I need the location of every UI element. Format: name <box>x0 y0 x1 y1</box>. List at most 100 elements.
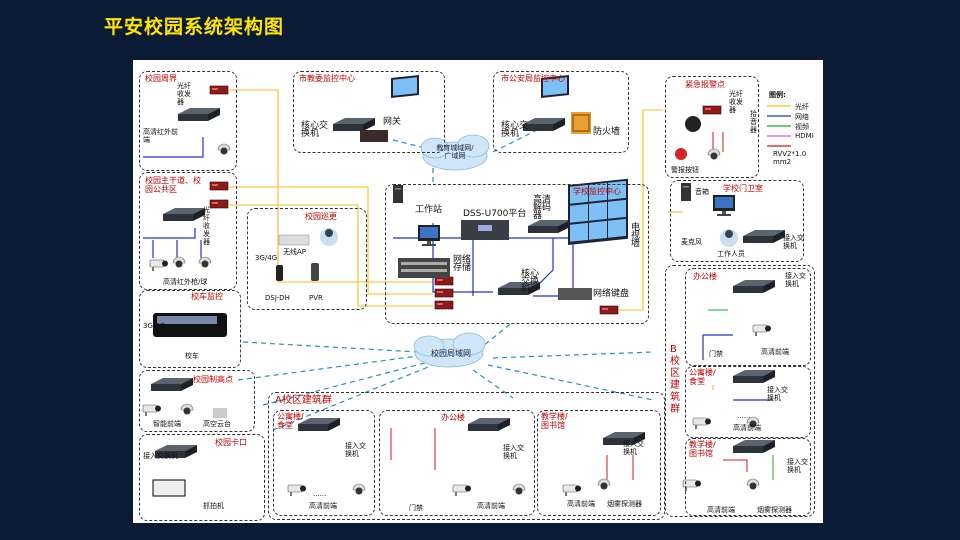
access-switch-label-b-office: 接入交换机 <box>785 272 806 288</box>
label-zone-b-char: 建 <box>670 380 680 391</box>
architecture-diagram: 校园周界 校园主干道、校园公共区 市教委监控中心 市公安局监控中心 紧急报警点 … <box>133 60 823 523</box>
smart-front-label: 智能前端 <box>153 420 181 428</box>
keyboard-label: 网络键盘 <box>593 289 630 299</box>
net-3g4g-label: 3G/4G <box>255 254 278 262</box>
region-bus <box>139 290 241 368</box>
core-switch-label-edu: 核心交换机 <box>301 121 329 139</box>
pvr-label: PVR <box>309 294 323 302</box>
region-zone-b <box>665 265 815 517</box>
smoke-label-a: 烟雾探测器 <box>607 500 642 508</box>
region-checkpoint <box>139 434 265 521</box>
diagram-lines <box>142 75 791 497</box>
legend-network: 网络 <box>795 113 809 121</box>
region-zone-a <box>268 392 665 520</box>
mic-label: 麦克风 <box>681 238 702 246</box>
hd-front-label-b-dorm: 高清前端 <box>733 424 761 432</box>
label-police: 市公安局监控中心 <box>501 74 565 83</box>
pickup-label: 拾音器 <box>750 110 757 134</box>
region-zone-b-dorm <box>685 366 811 438</box>
dsj-label: DSJ-DH <box>265 294 290 302</box>
cloud-lan-label: 校园局域网 <box>431 349 471 358</box>
smoke-label-b: 烟雾探测器 <box>757 506 792 514</box>
label-patrol: 校园巡更 <box>305 212 337 221</box>
fiber-transceiver-label-2: 光纤收发器 <box>203 206 210 246</box>
region-edu-bureau <box>293 71 445 153</box>
hd-front-label-b-office: 高清前端 <box>761 348 789 356</box>
platform-label: DSS-U700平台 <box>463 209 527 219</box>
access-switch-label-b-teach: 接入交换机 <box>787 458 808 474</box>
school-bus-label: 校车 <box>185 352 199 360</box>
region-zone-a-teach <box>537 410 661 516</box>
decoder-label: 高清解码器 <box>533 195 552 221</box>
label-highpoint: 校园制高点 <box>193 375 233 384</box>
label-main-road: 校园主干道、校园公共区 <box>145 176 201 194</box>
label-gate-guard: 学校门卫室 <box>723 184 763 193</box>
gateway-label: 网关 <box>383 117 402 127</box>
hd-front-label-a-teach: 高清前端 <box>567 500 595 508</box>
label-zone-b-office: 办公楼 <box>693 272 717 281</box>
dots-a-dorm: ...... <box>313 490 327 498</box>
hd-front-label-a-office: 高清前端 <box>477 502 505 510</box>
region-zone-b-teach <box>685 438 811 516</box>
label-perimeter: 校园周界 <box>145 74 177 83</box>
access-switch-label-a-office: 接入交换机 <box>503 444 524 460</box>
wifi-ap-label: 无线AP <box>283 248 307 256</box>
region-perimeter <box>139 71 237 171</box>
label-zone-a-teach: 教学楼/图书馆 <box>541 412 568 430</box>
access-switch-label-a-dorm: 接入交换机 <box>345 442 366 458</box>
region-highpoint <box>139 370 255 432</box>
region-main-road <box>139 172 237 290</box>
ir-cam-label: 高清红外前端 <box>143 128 178 144</box>
label-zone-a-dorm: 公寓楼/食堂 <box>277 412 304 430</box>
dots-b-dorm: ...... <box>737 412 751 420</box>
region-patrol <box>247 208 367 310</box>
legend-video: 视频 <box>795 123 809 131</box>
label-checkpoint: 校园卡口 <box>215 438 247 447</box>
label-zone-b-char: 区 <box>670 368 680 379</box>
hd-ir-dome-label: 高清红外枪/球 <box>163 278 208 286</box>
region-zone-a-office <box>379 410 535 516</box>
core-switch-label-police: 核心交换机 <box>501 121 529 139</box>
label-alarm: 紧急报警点 <box>685 80 725 89</box>
label-zone-b-char: 校 <box>670 356 680 367</box>
label-zone-b: B 校 区 建 筑 群 <box>670 344 680 416</box>
region-alarm <box>665 76 759 178</box>
cloud-wan-label: 教育城域网/广域网 <box>436 144 474 160</box>
access-switch-label-gate: 接入交换机 <box>783 234 804 250</box>
storage-label: 网络存储 <box>453 255 472 273</box>
legend-fiber: 光纤 <box>795 103 809 111</box>
label-center: 学校监控中心 <box>573 187 621 196</box>
door-label-a: 门禁 <box>409 504 423 512</box>
page-title: 平安校园系统架构图 <box>104 16 285 38</box>
label-zone-b-char: B <box>670 344 677 355</box>
legend-hdmi: HDMI <box>795 132 814 140</box>
legend-title: 图例: <box>769 91 786 99</box>
region-zone-b-office <box>685 268 811 366</box>
fiber-transceiver-label: 光纤收发器 <box>177 82 191 106</box>
high-ptz-label: 高空云台 <box>203 420 231 428</box>
speaker-label: 音箱 <box>695 188 709 196</box>
core-switch-label-center: 核心交换机 <box>521 269 540 295</box>
label-zone-b-char: 筑 <box>670 392 680 403</box>
region-zone-a-dorm <box>273 410 375 516</box>
access-switch-label-a-teach: 接入交换机 <box>623 440 644 456</box>
workstation-label: 工作站 <box>415 205 443 215</box>
hd-front-label-a-dorm: 高清前端 <box>309 502 337 510</box>
region-gate-guard <box>670 180 804 262</box>
tv-wall-label: 电视墙 <box>631 223 641 249</box>
label-zone-b-dorm: 公寓楼/食堂 <box>689 368 716 386</box>
label-bus: 校车监控 <box>191 292 223 301</box>
capture-label: 抓拍机 <box>203 502 224 510</box>
label-zone-a-office: 办公楼 <box>441 413 465 422</box>
label-zone-a: A校区建筑群 <box>275 395 332 406</box>
fiber-transceiver-label-3: 光纤收发器 <box>729 90 743 114</box>
hd-front-label-b-teach: 高清前端 <box>707 506 735 514</box>
staff-label: 工作人员 <box>717 250 745 258</box>
legend-power: RVV2*1.0 mm2 <box>773 150 807 166</box>
siren-label: 警报按钮 <box>671 166 699 174</box>
region-center <box>385 184 649 324</box>
label-zone-b-teach: 教学楼/图书馆 <box>689 440 716 458</box>
firewall-label: 防火墙 <box>593 127 621 137</box>
bus-3g4g-label: 3G/4G <box>143 322 166 330</box>
access-switch-label-b-dorm: 接入交换机 <box>767 386 788 402</box>
